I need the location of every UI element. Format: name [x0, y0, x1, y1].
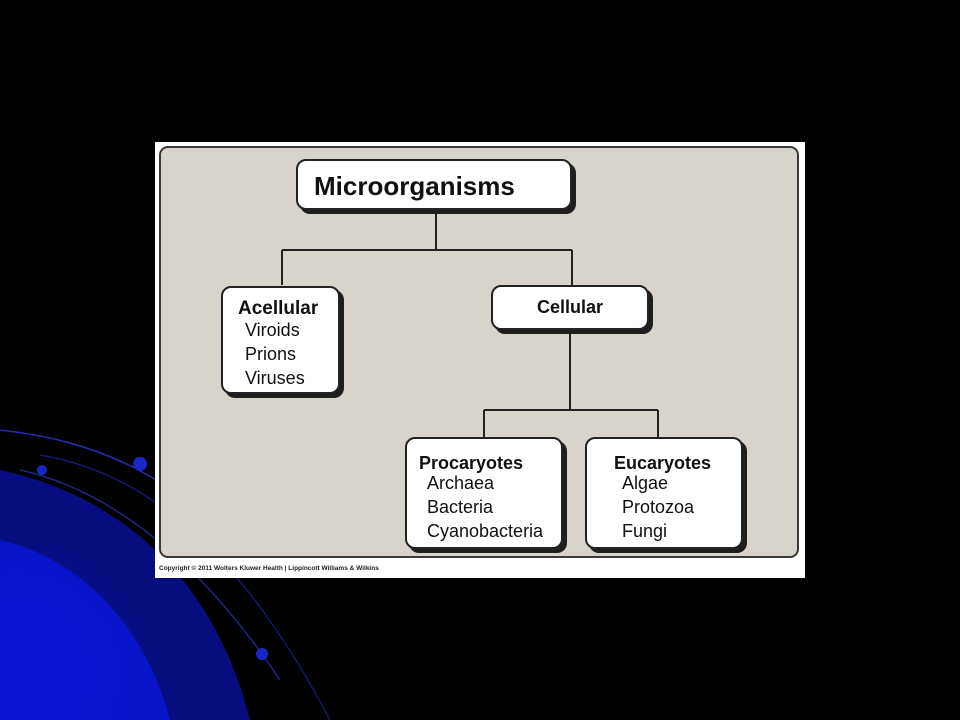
list-item: Viroids	[245, 320, 300, 340]
copyright-text: Copyright © 2011 Wolters Kluwer Health |…	[159, 565, 379, 572]
eucaryotes-list: Algae Protozoa Fungi	[622, 471, 694, 543]
acellular-label: Acellular	[238, 298, 319, 319]
procaryotes-label: Procaryotes	[419, 453, 524, 473]
diagram-figure: Microorganisms Acellular Viroids Prions …	[155, 142, 805, 578]
box-eucaryotes: Eucaryotes Algae Protozoa Fungi	[585, 437, 743, 549]
list-item: Fungi	[622, 521, 668, 541]
root-label: Microorganisms	[314, 171, 515, 201]
cellular-label: Cellular	[537, 297, 604, 317]
list-item: Protozoa	[622, 497, 695, 517]
list-item: Prions	[245, 344, 297, 364]
box-microorganisms: Microorganisms	[296, 159, 572, 210]
tree-connectors	[281, 212, 659, 437]
eucaryotes-label: Eucaryotes	[614, 453, 712, 473]
box-procaryotes: Procaryotes Archaea Bacteria Cyanobacter…	[405, 437, 563, 549]
list-item: Viruses	[245, 368, 305, 388]
box-acellular: Acellular Viroids Prions Viruses	[221, 286, 340, 394]
list-item: Bacteria	[427, 497, 494, 517]
procaryotes-list: Archaea Bacteria Cyanobacteria	[427, 471, 543, 543]
list-item: Algae	[622, 473, 669, 493]
acellular-list: Viroids Prions Viruses	[245, 318, 305, 390]
list-item: Cyanobacteria	[427, 521, 544, 541]
box-cellular: Cellular	[491, 285, 649, 330]
list-item: Archaea	[427, 473, 495, 493]
